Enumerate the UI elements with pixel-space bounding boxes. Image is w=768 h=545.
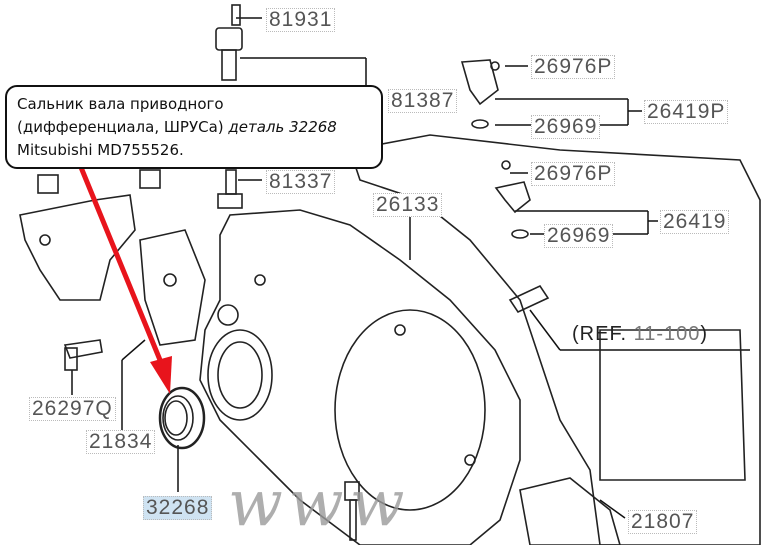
part-label-26976p-2: 26976P: [531, 162, 616, 186]
part-label-32268: 32268: [143, 496, 213, 520]
part-label-26969-2: 26969: [544, 224, 614, 248]
speed-sensor: [215, 4, 243, 209]
watermark: www: [228, 467, 411, 541]
part-label-26133: 26133: [373, 193, 443, 217]
part-label-21807: 21807: [628, 510, 698, 534]
red-arrow: [75, 159, 172, 394]
oil-seal-32268: [158, 386, 206, 450]
part-label-21834: 21834: [86, 430, 156, 454]
part-label-26969: 26969: [531, 115, 601, 139]
part-label-81931: 81931: [266, 8, 336, 32]
reference-prefix: (REF.: [572, 323, 627, 345]
part-label-26419: 26419: [660, 210, 730, 234]
part-label-26976p: 26976P: [531, 55, 616, 79]
reference-number: 11-100: [633, 323, 701, 345]
callout-line-2: (дифференциала, ШРУСа) деталь 32268: [17, 116, 371, 139]
callout-line-3: Mitsubishi MD755526.: [17, 141, 184, 159]
position-sensor-upper: [460, 59, 500, 129]
reference-label: (REF. 11-100): [572, 323, 708, 346]
callout-box: Сальник вала приводного (дифференциала, …: [5, 85, 383, 169]
bracket-bottom-right: [519, 477, 621, 545]
part-label-81337: 81337: [266, 170, 336, 194]
position-sensor-lower: [494, 160, 531, 239]
callout-part-number: деталь 32268: [228, 118, 337, 136]
callout-line-1: Сальник вала приводного: [17, 95, 224, 113]
mount-bracket: [19, 169, 206, 371]
reference-suffix: ): [700, 323, 709, 345]
part-label-26297q: 26297Q: [29, 397, 116, 421]
callout-part-desc: (дифференциала, ШРУСа): [17, 118, 224, 136]
part-label-81387: 81387: [388, 89, 458, 113]
part-label-26419p: 26419P: [644, 100, 729, 124]
bolt-bottom: [344, 481, 360, 541]
